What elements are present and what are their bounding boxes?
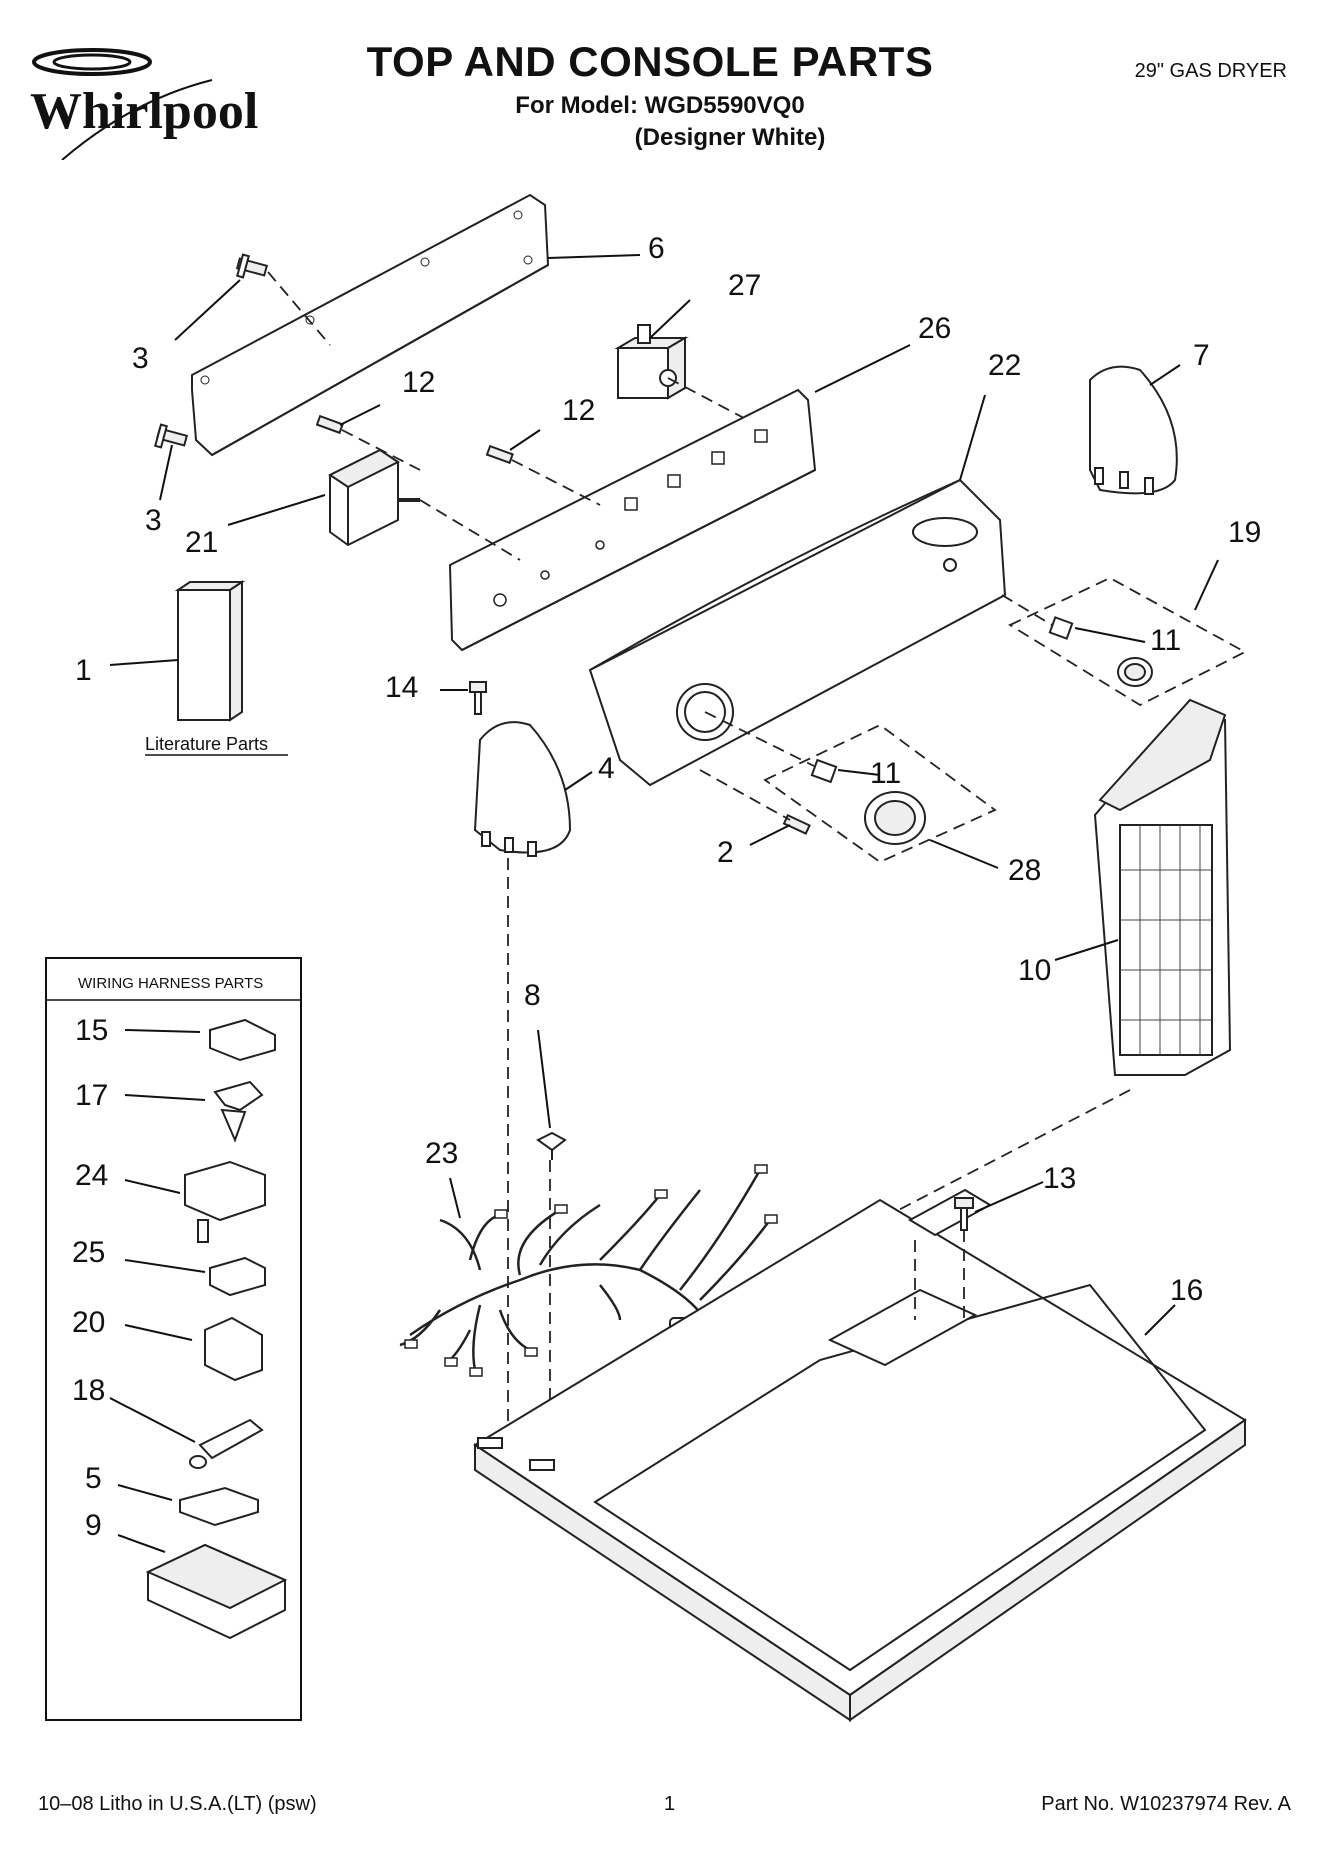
wiring-box-title: WIRING HARNESS PARTS [78, 975, 263, 992]
callout-2: 2 [717, 836, 734, 869]
wiring-item-24: 24 [75, 1159, 266, 1243]
wiring-label-24: 24 [75, 1159, 108, 1192]
part-1-literature-book [174, 580, 246, 722]
part-23-wire-harness [399, 1169, 771, 1371]
part-14-screw [469, 681, 487, 715]
callout-28: 28 [1008, 854, 1041, 887]
color-line: (Designer White) [634, 124, 826, 151]
callout-19: 19 [1228, 516, 1261, 549]
callout-6: 6 [648, 232, 665, 265]
callout-22: 22 [988, 349, 1021, 382]
callout-21: 21 [185, 526, 218, 559]
wiring-item-20: 20 [72, 1306, 263, 1382]
wiring-label-18: 18 [72, 1374, 105, 1407]
part-3-screw-upper [235, 253, 269, 279]
wiring-item-15: 15 [75, 1014, 276, 1062]
wiring-label-15: 15 [75, 1014, 108, 1047]
part-10-lint-screen [1093, 698, 1232, 1076]
part-8-clip [536, 1131, 567, 1160]
part-2-screw [782, 813, 811, 835]
part-16-top-panel [473, 1188, 1247, 1722]
callout-12-left: 12 [402, 366, 435, 399]
callout-3-lower: 3 [145, 504, 162, 537]
wiring-harness-box [45, 957, 302, 1721]
wiring-item-25: 25 [72, 1236, 266, 1297]
whirlpool-logo: Whirlpool [30, 48, 258, 160]
part-19-knob-group-box [1008, 576, 1247, 707]
callout-3-upper: 3 [132, 342, 149, 375]
callout-1: 1 [75, 654, 92, 687]
callout-10: 10 [1018, 954, 1051, 987]
wiring-label-25: 25 [72, 1236, 105, 1269]
wiring-label-9: 9 [85, 1509, 102, 1542]
part-3-screw-lower [154, 423, 189, 449]
part-21-timer [328, 448, 420, 547]
wiring-label-5: 5 [85, 1462, 102, 1495]
footer-page-number: 1 [664, 1793, 676, 1815]
part-12-screw-a [315, 414, 344, 435]
brand-text: Whirlpool [30, 83, 258, 140]
callout-7: 7 [1193, 339, 1210, 372]
literature-parts-label: Literature Parts [145, 734, 268, 754]
wiring-item-17: 17 [75, 1079, 264, 1143]
wiring-item-9: 9 [85, 1509, 288, 1640]
wiring-label-17: 17 [75, 1079, 108, 1112]
part-7-end-cap-right [1089, 365, 1178, 495]
callout-27: 27 [728, 269, 761, 302]
model-line: For Model: WGD5590VQ0 [515, 92, 805, 119]
page-title: TOP AND CONSOLE PARTS [366, 38, 934, 85]
callout-12-right: 12 [562, 394, 595, 427]
product-type: 29" GAS DRYER [1134, 60, 1287, 82]
callout-4: 4 [598, 752, 615, 785]
wiring-label-20: 20 [72, 1306, 105, 1339]
part-6-console-bracket [191, 193, 550, 457]
footer-litho: 10–08 Litho in U.S.A.(LT) (psw) [38, 1793, 317, 1815]
callout-26: 26 [918, 312, 951, 345]
callout-13: 13 [1043, 1162, 1076, 1195]
callout-8: 8 [524, 979, 541, 1012]
wiring-item-5: 5 [85, 1462, 259, 1527]
callout-16: 16 [1170, 1274, 1203, 1307]
callout-11-right: 11 [1150, 624, 1181, 657]
callout-23: 23 [425, 1137, 458, 1170]
wiring-item-18: 18 [72, 1374, 264, 1469]
part-12-screw-b [485, 444, 514, 465]
callout-11-center: 11 [870, 757, 901, 790]
part-28-knob-group-box [763, 723, 997, 864]
footer-part-number: Part No. W10237974 Rev. A [1041, 1793, 1291, 1815]
callout-14: 14 [385, 671, 418, 704]
